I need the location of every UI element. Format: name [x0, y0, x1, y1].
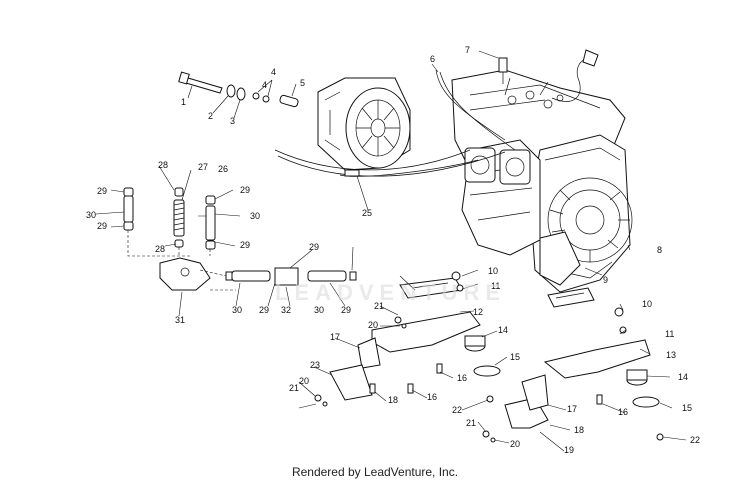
- motor-mount-brackets: [329, 277, 651, 429]
- callout-27: 27: [198, 162, 208, 172]
- callout-12: 12: [473, 307, 483, 317]
- callout-21: 21: [374, 301, 384, 311]
- leader-lines: [95, 50, 687, 452]
- callout-29a: 29: [97, 186, 107, 196]
- callout-2: 2: [208, 111, 213, 121]
- callout-6: 6: [430, 54, 435, 64]
- callout-17b: 17: [567, 404, 577, 414]
- callout-28b: 28: [155, 244, 165, 254]
- callout-15: 15: [510, 352, 520, 362]
- callout-20b: 20: [510, 439, 520, 449]
- callout-32: 32: [281, 305, 291, 315]
- callout-16b: 16: [427, 392, 437, 402]
- callout-10: 10: [488, 266, 498, 276]
- callout-21b: 21: [466, 418, 476, 428]
- engine-block: [451, 69, 633, 293]
- callout-5: 5: [300, 78, 305, 88]
- callout-15b: 15: [682, 403, 692, 413]
- callout-18b: 18: [574, 425, 584, 435]
- callout-labels: 1 2 3 4 4 5 6 7 8 9 10 11 12 10 11 13 14…: [86, 45, 700, 455]
- callout-30b: 30: [250, 211, 260, 221]
- callout-21c: 21: [289, 383, 299, 393]
- callout-1: 1: [181, 97, 186, 107]
- callout-29c: 29: [240, 185, 250, 195]
- callout-8: 8: [657, 245, 662, 255]
- callout-11: 11: [491, 281, 500, 291]
- callout-22b: 22: [690, 435, 700, 445]
- callout-19: 19: [564, 445, 574, 455]
- callout-9: 9: [603, 275, 608, 285]
- callout-26: 26: [218, 164, 228, 174]
- fuel-pump-and-lines: [123, 187, 357, 291]
- callout-16: 16: [457, 373, 467, 383]
- clutch-bolt-stack: [178, 71, 299, 108]
- mount-hardware: [314, 271, 664, 443]
- callout-29g: 29: [341, 305, 351, 315]
- callout-14b: 14: [678, 372, 688, 382]
- callout-29f: 29: [259, 305, 269, 315]
- spark-plug-and-wire: [498, 49, 599, 102]
- callout-4b: 4: [262, 80, 267, 90]
- callout-13: 13: [666, 350, 676, 360]
- callout-23: 23: [310, 360, 320, 370]
- callout-28a: 28: [158, 160, 168, 170]
- callout-20c: 20: [299, 376, 309, 386]
- drive-clutch: [317, 77, 411, 171]
- callout-22: 22: [452, 405, 462, 415]
- watermark: LEADVENTURE: [275, 280, 507, 305]
- callout-7: 7: [465, 45, 470, 55]
- callout-30c: 30: [232, 305, 242, 315]
- callout-18: 18: [388, 395, 398, 405]
- recoil-starter-housing: [547, 177, 633, 263]
- callout-11b: 11: [665, 329, 674, 339]
- footer-credit: Rendered by LeadVenture, Inc.: [291, 465, 459, 479]
- callout-29b: 29: [97, 221, 107, 231]
- callout-30d: 30: [314, 305, 324, 315]
- callout-25: 25: [362, 208, 372, 218]
- callout-31: 31: [175, 315, 185, 325]
- callout-30a: 30: [86, 210, 96, 220]
- callout-29e: 29: [309, 242, 319, 252]
- callout-17: 17: [330, 332, 340, 342]
- callout-20: 20: [368, 320, 378, 330]
- callout-16c: 16: [618, 407, 628, 417]
- callout-3: 3: [230, 116, 235, 126]
- throttle-cables: [274, 69, 516, 177]
- callout-4a: 4: [271, 67, 276, 77]
- callout-29d: 29: [240, 240, 250, 250]
- callout-10b: 10: [642, 299, 652, 309]
- callout-14: 14: [498, 325, 508, 335]
